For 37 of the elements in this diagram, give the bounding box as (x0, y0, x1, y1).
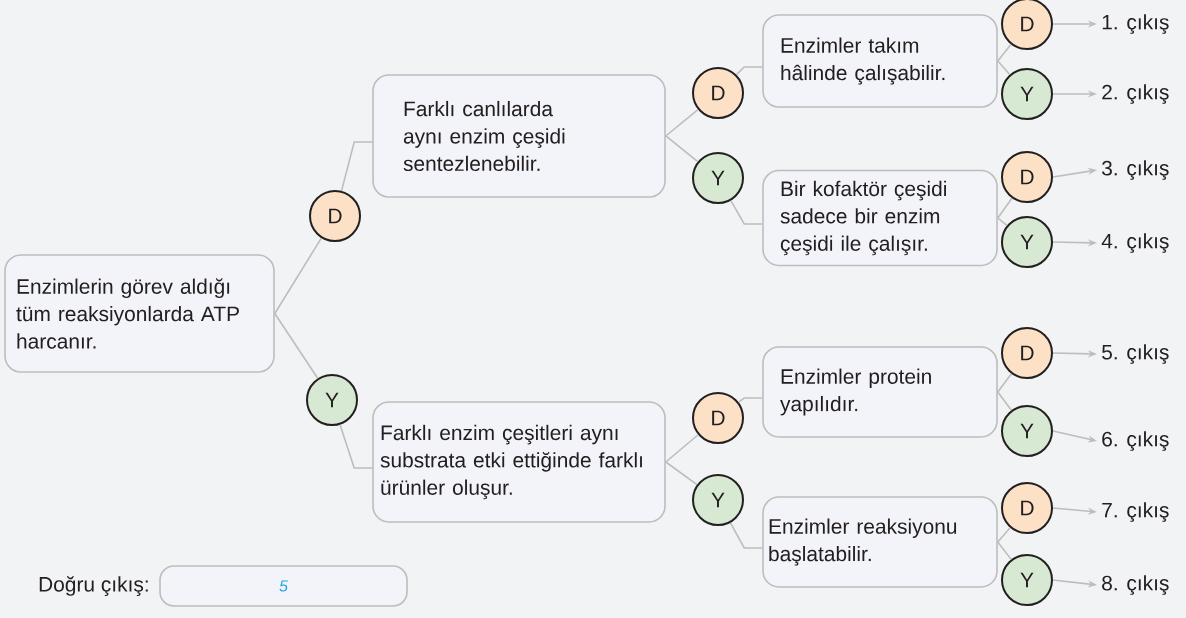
question-box: Enzimler takım hâlinde çalışabilir. (762, 14, 998, 108)
connector-line (339, 423, 373, 469)
connector-line (997, 60, 1011, 76)
question-box: Farklı enzim çeşitleri aynı substrata etki ettiğinde farklı ürünler oluşur. (372, 401, 666, 523)
exit-label: 1. çıkış (1102, 14, 1169, 34)
question-box: Enzimlerin görev aldığı tüm reaksiyonlarda ATP harcanır. (4, 254, 275, 373)
question-box: Enzimler protein yapılıdır. (762, 346, 998, 438)
exit-label: 3. çıkış (1102, 160, 1169, 180)
question-box: Bir kofaktör çeşidi sadece bir enzim çeşidi ile çalışır. (762, 169, 998, 267)
connector-line (665, 135, 699, 163)
connector-line (340, 141, 373, 192)
connector-line (997, 43, 1012, 62)
answer-field: 5 (159, 565, 408, 607)
question-box: Enzimler reaksiyonu başlatabilir. (762, 496, 998, 588)
connector-line (274, 237, 323, 315)
exit-label: 8. çıkış (1102, 575, 1169, 595)
field-label: Doğru çıkış: (39, 576, 148, 596)
exit-label: 4. çıkış (1101, 233, 1169, 253)
exit-label: 7. çıkış (1102, 502, 1169, 522)
exit-label: 2. çıkış (1102, 84, 1169, 104)
connector-line (997, 526, 1011, 543)
connector-line (997, 197, 1013, 219)
connector-line (665, 108, 699, 137)
connector-line (730, 199, 763, 225)
question-box: Farklı canlılarda aynı enzim çeşidi sentezlenebilir. (372, 74, 666, 198)
connector-line (729, 522, 763, 549)
exit-label: 5. çıkış (1102, 344, 1169, 364)
connector-line (735, 66, 763, 76)
connector-line (665, 461, 698, 486)
connector-line (997, 373, 1013, 393)
connector-line (997, 541, 1012, 561)
exit-label: 6. çıkış (1102, 431, 1169, 451)
connector-line (665, 433, 699, 463)
connector-line (737, 397, 763, 404)
connector-line (274, 312, 319, 380)
connector-line (997, 391, 1013, 411)
connector-line (997, 217, 1008, 227)
